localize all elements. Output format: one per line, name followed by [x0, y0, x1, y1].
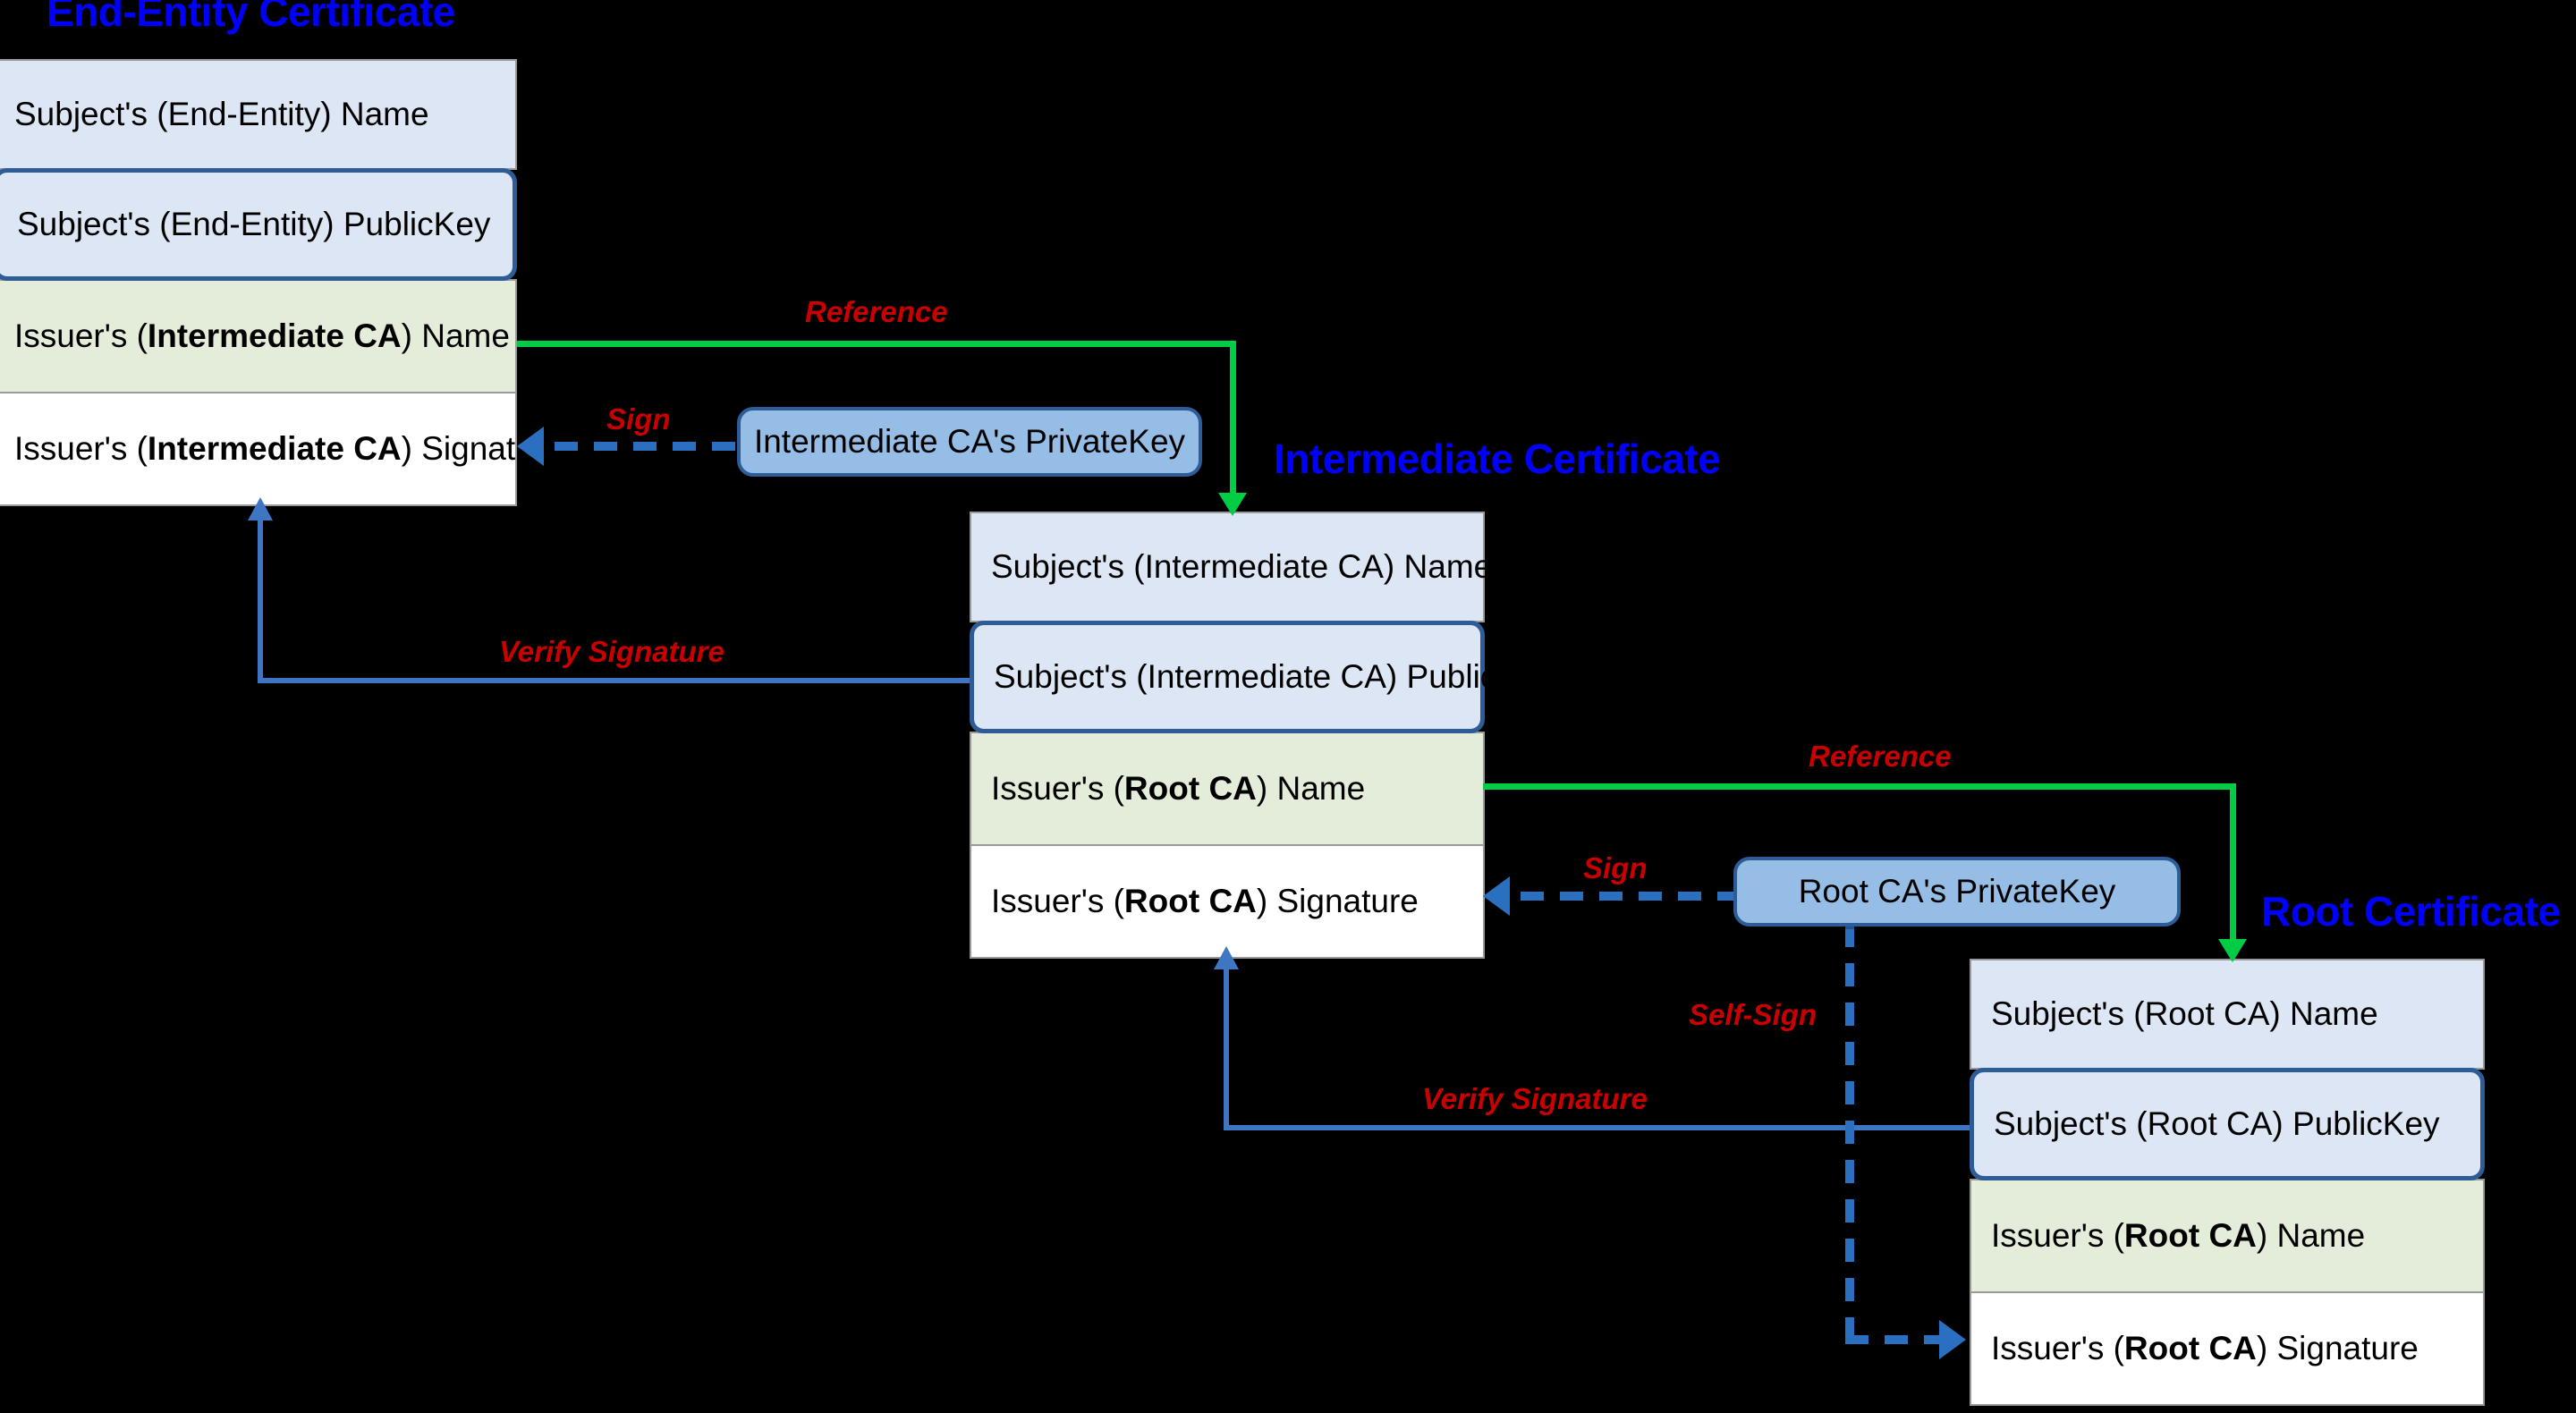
sign-dashed-line-lower [1521, 892, 1735, 901]
cert-row-issuer-name: Issuer's (Root CA) Name [1970, 1179, 2485, 1293]
edge-label-sign-upper: Sign [606, 402, 671, 436]
issuer-name-prefix: Issuer's ( [1991, 1216, 2124, 1254]
verify-line-lower-vertical [1224, 966, 1229, 1130]
verify-line-upper-vertical [258, 517, 263, 683]
issuer-signature-suffix: ) Signature [2256, 1329, 2419, 1366]
cert-row-subject-publickey: Subject's (Root CA) PublicKey [1970, 1068, 2485, 1180]
cert-row-issuer-name: Issuer's (Root CA) Name [970, 732, 1485, 846]
reference-arrowhead-upper [1218, 493, 1247, 516]
cert-row-issuer-signature: Issuer's (Root CA) Signature [1970, 1291, 2485, 1406]
sign-arrowhead-lower [1483, 876, 1510, 916]
self-sign-dashed-vertical [1845, 924, 1854, 1344]
cert-row-subject-name: Subject's (End-Entity) Name [0, 59, 517, 170]
cert-row-issuer-signature: Issuer's (Root CA) Signature [970, 844, 1485, 959]
title-root-certificate: Root Certificate [2261, 888, 2561, 935]
reference-arrowhead-lower [2218, 939, 2247, 962]
issuer-signature-bold: Root CA [1123, 882, 1257, 919]
issuer-name-bold: Root CA [2123, 1216, 2257, 1254]
verify-arrowhead-lower [1214, 946, 1239, 969]
verify-line-lower-horizontal [1224, 1125, 1971, 1130]
privatekey-box-root[interactable]: Root CA's PrivateKey [1733, 857, 2181, 926]
reference-line-lower-vertical [2230, 783, 2236, 953]
verify-line-upper-horizontal [258, 678, 973, 683]
sign-arrowhead-upper [517, 427, 544, 466]
edge-label-reference-lower: Reference [1809, 740, 1952, 773]
issuer-name-suffix: ) Name [401, 317, 510, 354]
cert-row-subject-publickey: Subject's (End-Entity) PublicKey [0, 168, 517, 281]
cert-row-subject-name: Subject's (Root CA) Name [1970, 959, 2485, 1070]
edge-label-sign-lower: Sign [1583, 851, 1648, 884]
cert-row-subject-name: Subject's (Intermediate CA) Name [970, 512, 1492, 622]
issuer-name-suffix: ) Name [1256, 769, 1366, 807]
edge-label-verify-upper: Verify Signature [499, 635, 724, 668]
certificate-card-intermediate[interactable]: Subject's (Intermediate CA) Name Subject… [970, 512, 1554, 966]
cert-row-subject-publickey: Subject's (Intermediate CA) PublicKey [970, 621, 1554, 733]
edge-label-verify-lower: Verify Signature [1422, 1082, 1648, 1115]
privatekey-box-intermediate[interactable]: Intermediate CA's PrivateKey [737, 407, 1202, 477]
verify-arrowhead-upper [248, 497, 273, 520]
issuer-name-suffix: ) Name [2256, 1216, 2366, 1254]
issuer-name-prefix: Issuer's ( [991, 769, 1124, 807]
issuer-signature-bold: Intermediate CA [147, 429, 402, 467]
reference-line-upper-vertical [1230, 341, 1236, 506]
issuer-name-bold: Intermediate CA [147, 317, 402, 354]
title-intermediate-certificate: Intermediate Certificate [1274, 436, 1721, 482]
cert-row-issuer-signature: Issuer's (Intermediate CA) Signature [0, 392, 564, 506]
cert-row-issuer-name: Issuer's (Intermediate CA) Name [0, 279, 517, 393]
edge-label-self-sign: Self-Sign [1689, 998, 1818, 1031]
reference-line-lower-horizontal [1483, 783, 2236, 790]
issuer-name-bold: Root CA [1123, 769, 1257, 807]
reference-line-upper-horizontal [517, 341, 1236, 347]
issuer-signature-suffix: ) Signature [1256, 882, 1419, 919]
title-end-entity-certificate: End-Entity Certificate [47, 0, 455, 35]
sign-dashed-line-upper [555, 442, 738, 451]
issuer-signature-prefix: Issuer's ( [991, 882, 1124, 919]
issuer-name-prefix: Issuer's ( [14, 317, 148, 354]
issuer-signature-prefix: Issuer's ( [1991, 1329, 2124, 1366]
issuer-signature-prefix: Issuer's ( [14, 429, 148, 467]
edge-label-reference-upper: Reference [805, 295, 948, 328]
issuer-signature-bold: Root CA [2123, 1329, 2257, 1366]
certificate-card-root[interactable]: Subject's (Root CA) Name Subject's (Root… [1970, 959, 2485, 1413]
certificate-card-end-entity[interactable]: Subject's (End-Entity) Name Subject's (E… [0, 59, 564, 513]
self-sign-arrowhead [1939, 1320, 1966, 1359]
self-sign-dashed-horizontal [1845, 1335, 1944, 1344]
